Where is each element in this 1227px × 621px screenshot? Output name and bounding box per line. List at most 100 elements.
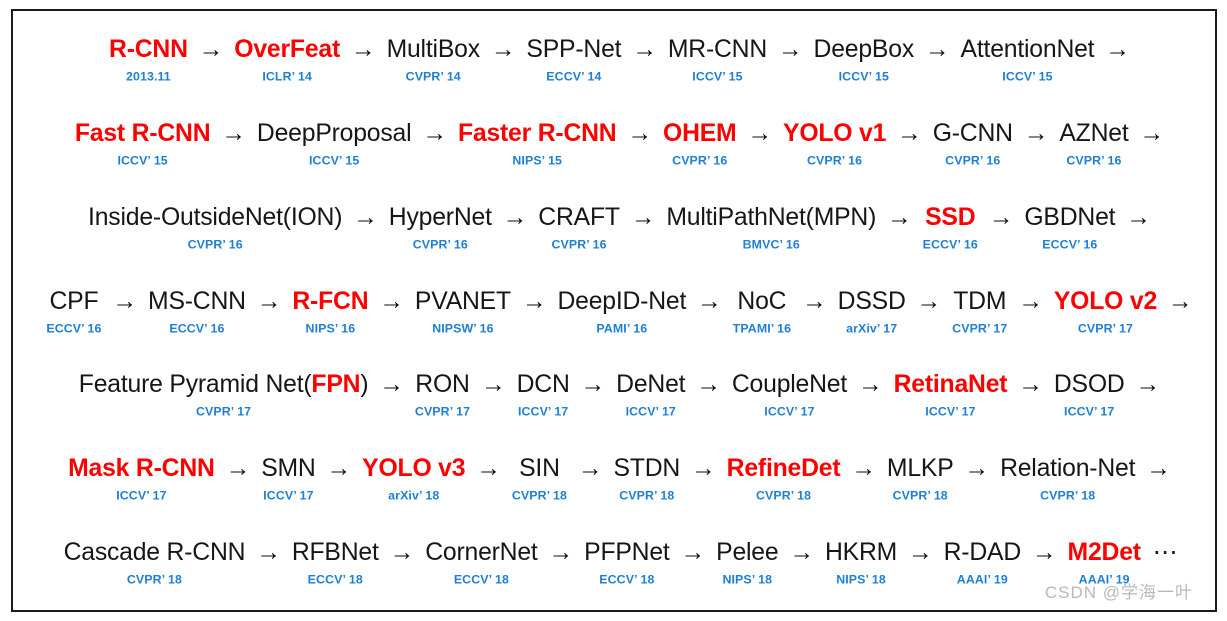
flow-arrow-icon: → bbox=[630, 202, 656, 231]
model-name: PFPNet bbox=[584, 538, 670, 566]
model-venue: CVPR’ 16 bbox=[672, 153, 728, 168]
model-name: HyperNet bbox=[388, 202, 492, 231]
model-name: Faster R-CNN bbox=[457, 118, 617, 147]
model-venue: PAMI’ 16 bbox=[596, 321, 648, 336]
model-name: RON bbox=[415, 370, 470, 399]
model-venue: ICCV’ 17 bbox=[764, 405, 815, 419]
model-venue: ECCV’ 18 bbox=[599, 572, 655, 587]
flow-arrow-icon: → bbox=[988, 202, 1014, 231]
model-name: DeepID-Net bbox=[557, 286, 687, 315]
model-name: MLKP bbox=[886, 454, 954, 483]
model-venue: BMVC’ 16 bbox=[742, 237, 800, 252]
model-name: AttentionNet bbox=[960, 34, 1095, 63]
flow-arrow-icon: → bbox=[924, 34, 950, 63]
model-node[interactable]: RON CVPR’ 17 bbox=[415, 369, 470, 419]
model-venue: ICCV’ 17 bbox=[116, 488, 167, 503]
flow-arrow-icon: → bbox=[696, 370, 721, 399]
flow-arrow-icon-wrap: → bbox=[1105, 34, 1131, 63]
model-name: TDM bbox=[953, 286, 1007, 315]
model-node[interactable]: Inside-OutsideNet(ION)CVPR’ 16 bbox=[88, 202, 342, 252]
model-venue: CVPR’ 17 bbox=[414, 405, 471, 419]
model-venue: CVPR’ 17 bbox=[1077, 321, 1134, 336]
model-venue: CVPR’ 16 bbox=[1066, 153, 1122, 168]
model-name: Fast R-CNN bbox=[74, 118, 211, 147]
model-node[interactable]: MultiPathNet(MPN)BMVC’ 16 bbox=[666, 202, 876, 252]
model-venue: 2013.11 bbox=[126, 69, 171, 84]
flow-arrow-icon: → bbox=[789, 538, 815, 566]
model-node[interactable]: Fast R-CNN ICCV’ 15 bbox=[75, 118, 211, 168]
model-name: DCN bbox=[516, 370, 570, 399]
model-name: R-DAD bbox=[943, 538, 1022, 566]
model-name: DeepProposal bbox=[256, 118, 412, 147]
flow-arrow-icon: → bbox=[476, 454, 501, 483]
model-name: GBDNet bbox=[1024, 202, 1116, 231]
model-venue: ECCV’ 16 bbox=[922, 237, 978, 252]
model-name: CRAFT bbox=[538, 202, 620, 231]
model-venue: NIPSW’ 16 bbox=[432, 321, 494, 336]
flow-arrow-icon: → bbox=[480, 370, 506, 399]
model-venue: AAAI’ 19 bbox=[1078, 572, 1130, 587]
model-venue: CVPR’ 16 bbox=[187, 237, 243, 252]
flow-arrow-icon: → bbox=[851, 454, 877, 483]
flow-arrow-icon: → bbox=[112, 286, 138, 315]
flow-arrow-icon: → bbox=[907, 538, 933, 566]
flow-arrow-icon: → bbox=[1023, 118, 1049, 147]
flow-arrow-icon: → bbox=[548, 538, 574, 566]
model-name: MultiBox bbox=[386, 34, 481, 63]
model-venue: NIPS’ 18 bbox=[722, 572, 773, 587]
watermark-label: CSDN @学海一叶 bbox=[1044, 583, 1193, 602]
model-venue: ICCV’ 15 bbox=[117, 153, 168, 168]
model-node[interactable]: Feature Pyramid Net(FPN)CVPR’ 17 bbox=[79, 369, 369, 419]
flow-arrow-icon: → bbox=[326, 454, 352, 483]
flow-arrow-icon: → bbox=[964, 454, 990, 483]
